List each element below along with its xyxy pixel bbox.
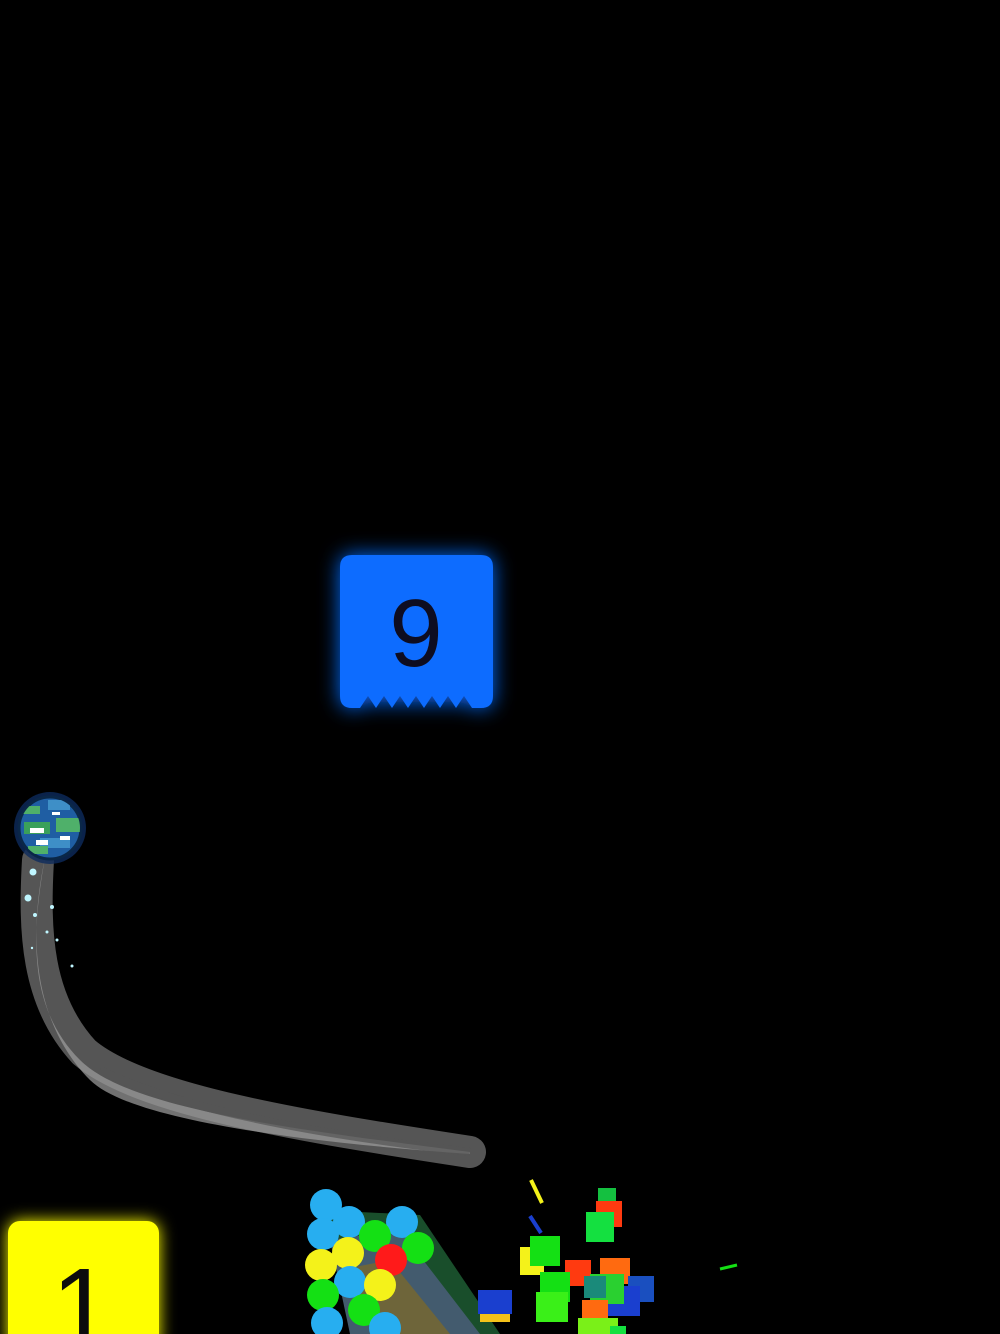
number-block-target[interactable]: 9 xyxy=(340,555,493,708)
number-block-corner[interactable]: 1 xyxy=(8,1221,159,1334)
block-value: 1 xyxy=(51,1246,112,1334)
player-ball[interactable] xyxy=(14,792,86,864)
ball-cluster xyxy=(305,1189,434,1334)
block-value: 9 xyxy=(389,580,442,687)
earth-planet-icon xyxy=(17,795,83,861)
block-debris xyxy=(478,1179,738,1334)
player-trail xyxy=(20,844,486,1168)
spark-particles xyxy=(24,868,74,968)
